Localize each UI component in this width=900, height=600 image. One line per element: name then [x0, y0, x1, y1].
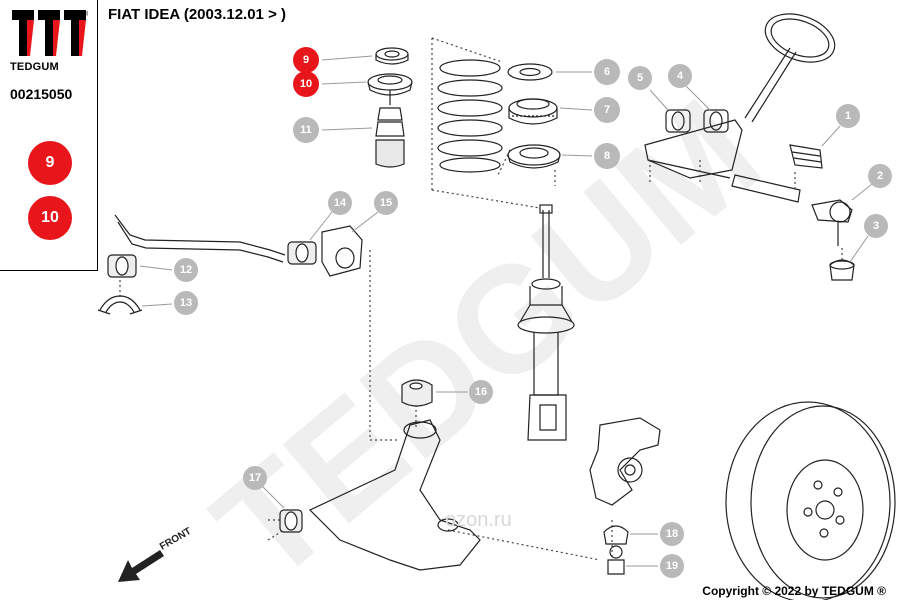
arm-bushing-17 — [279, 509, 303, 533]
callout-13[interactable]: 13 — [174, 291, 198, 315]
svg-text:6: 6 — [604, 66, 610, 78]
callout-11[interactable]: 11 — [293, 117, 319, 143]
svg-text:5: 5 — [637, 72, 643, 84]
svg-text:8: 8 — [604, 150, 610, 162]
tedgum-logo: ® — [10, 8, 88, 58]
silent-block-16 — [401, 379, 433, 407]
svg-text:1: 1 — [845, 110, 851, 122]
callout-9[interactable]: 9 — [293, 47, 319, 73]
steering-boot-1 — [789, 144, 823, 169]
sidebar-panel: ® TEDGUM 00215050 9 10 — [0, 0, 98, 271]
bump-stop-11 — [375, 90, 405, 168]
callout-10[interactable]: 10 — [293, 71, 319, 97]
ball-joint-3 — [829, 259, 855, 281]
rack-bushing-5 — [665, 109, 691, 133]
svg-text:13: 13 — [180, 297, 192, 309]
svg-text:®: ® — [86, 10, 88, 18]
svg-text:11: 11 — [300, 124, 312, 136]
svg-text:14: 14 — [334, 197, 347, 209]
svg-text:17: 17 — [249, 472, 261, 484]
shock-absorber — [517, 204, 575, 441]
callout-18[interactable]: 18 — [660, 522, 684, 546]
copyright-notice: Copyright © 2022 by TEDGUM ® — [702, 584, 886, 598]
callout-19[interactable]: 19 — [660, 554, 684, 578]
svg-text:9: 9 — [303, 54, 309, 66]
callout-6[interactable]: 6 — [594, 59, 620, 85]
steering-wheel — [744, 13, 836, 123]
site-watermark: ozon.ru — [445, 509, 512, 531]
rack-bushing-4 — [703, 109, 729, 133]
callout-8[interactable]: 8 — [594, 143, 620, 169]
callout-7[interactable]: 7 — [594, 97, 620, 123]
spring-seat-8 — [507, 144, 561, 169]
callout-1[interactable]: 1 — [836, 104, 860, 128]
front-label: FRONT — [158, 526, 193, 553]
svg-text:3: 3 — [873, 220, 879, 232]
stab-bushing-12 — [107, 254, 137, 278]
steering-knuckle — [589, 417, 661, 506]
lower-control-arm — [308, 419, 481, 571]
brand-name: TEDGUM — [10, 61, 59, 73]
svg-text:7: 7 — [604, 104, 610, 116]
highlighted-part-badge-10[interactable]: 10 — [28, 196, 72, 240]
wheel-tire — [725, 401, 896, 600]
svg-text:2: 2 — [877, 170, 883, 182]
callout-17[interactable]: 17 — [243, 466, 267, 490]
svg-text:12: 12 — [180, 264, 192, 276]
callout-3[interactable]: 3 — [864, 214, 888, 238]
svg-text:4: 4 — [677, 70, 684, 82]
strut-bearing-7 — [508, 98, 558, 125]
callout-2[interactable]: 2 — [868, 164, 892, 188]
part-number: 00215050 — [10, 86, 73, 102]
tie-rod-end-2 — [811, 199, 853, 246]
callout-14[interactable]: 14 — [328, 191, 352, 215]
svg-text:10: 10 — [300, 78, 312, 90]
stabilizer-bar — [114, 214, 286, 263]
stab-bracket-15 — [321, 225, 363, 277]
callout-12[interactable]: 12 — [174, 258, 198, 282]
stab-clamp-13 — [97, 295, 143, 315]
stab-bushing-14 — [287, 241, 317, 265]
coil-spring — [437, 59, 503, 173]
ball-joint-boot-18 — [603, 525, 629, 545]
callout-4[interactable]: 4 — [668, 64, 692, 88]
spring-seat-6 — [507, 63, 553, 81]
callout-16[interactable]: 16 — [469, 380, 493, 404]
steering-rack — [644, 119, 801, 203]
callout-15[interactable]: 15 — [374, 191, 398, 215]
svg-text:19: 19 — [666, 560, 678, 572]
highlighted-part-badge-9[interactable]: 9 — [28, 141, 72, 185]
vehicle-title: FIAT IDEA (2003.12.01 > ) — [108, 6, 286, 23]
svg-text:15: 15 — [380, 197, 392, 209]
strut-top-mount-9 — [375, 47, 409, 65]
ball-joint-19 — [607, 545, 625, 575]
svg-text:18: 18 — [666, 528, 678, 540]
svg-text:16: 16 — [475, 386, 487, 398]
callout-5[interactable]: 5 — [628, 66, 652, 90]
front-arrow: FRONT — [118, 526, 193, 582]
